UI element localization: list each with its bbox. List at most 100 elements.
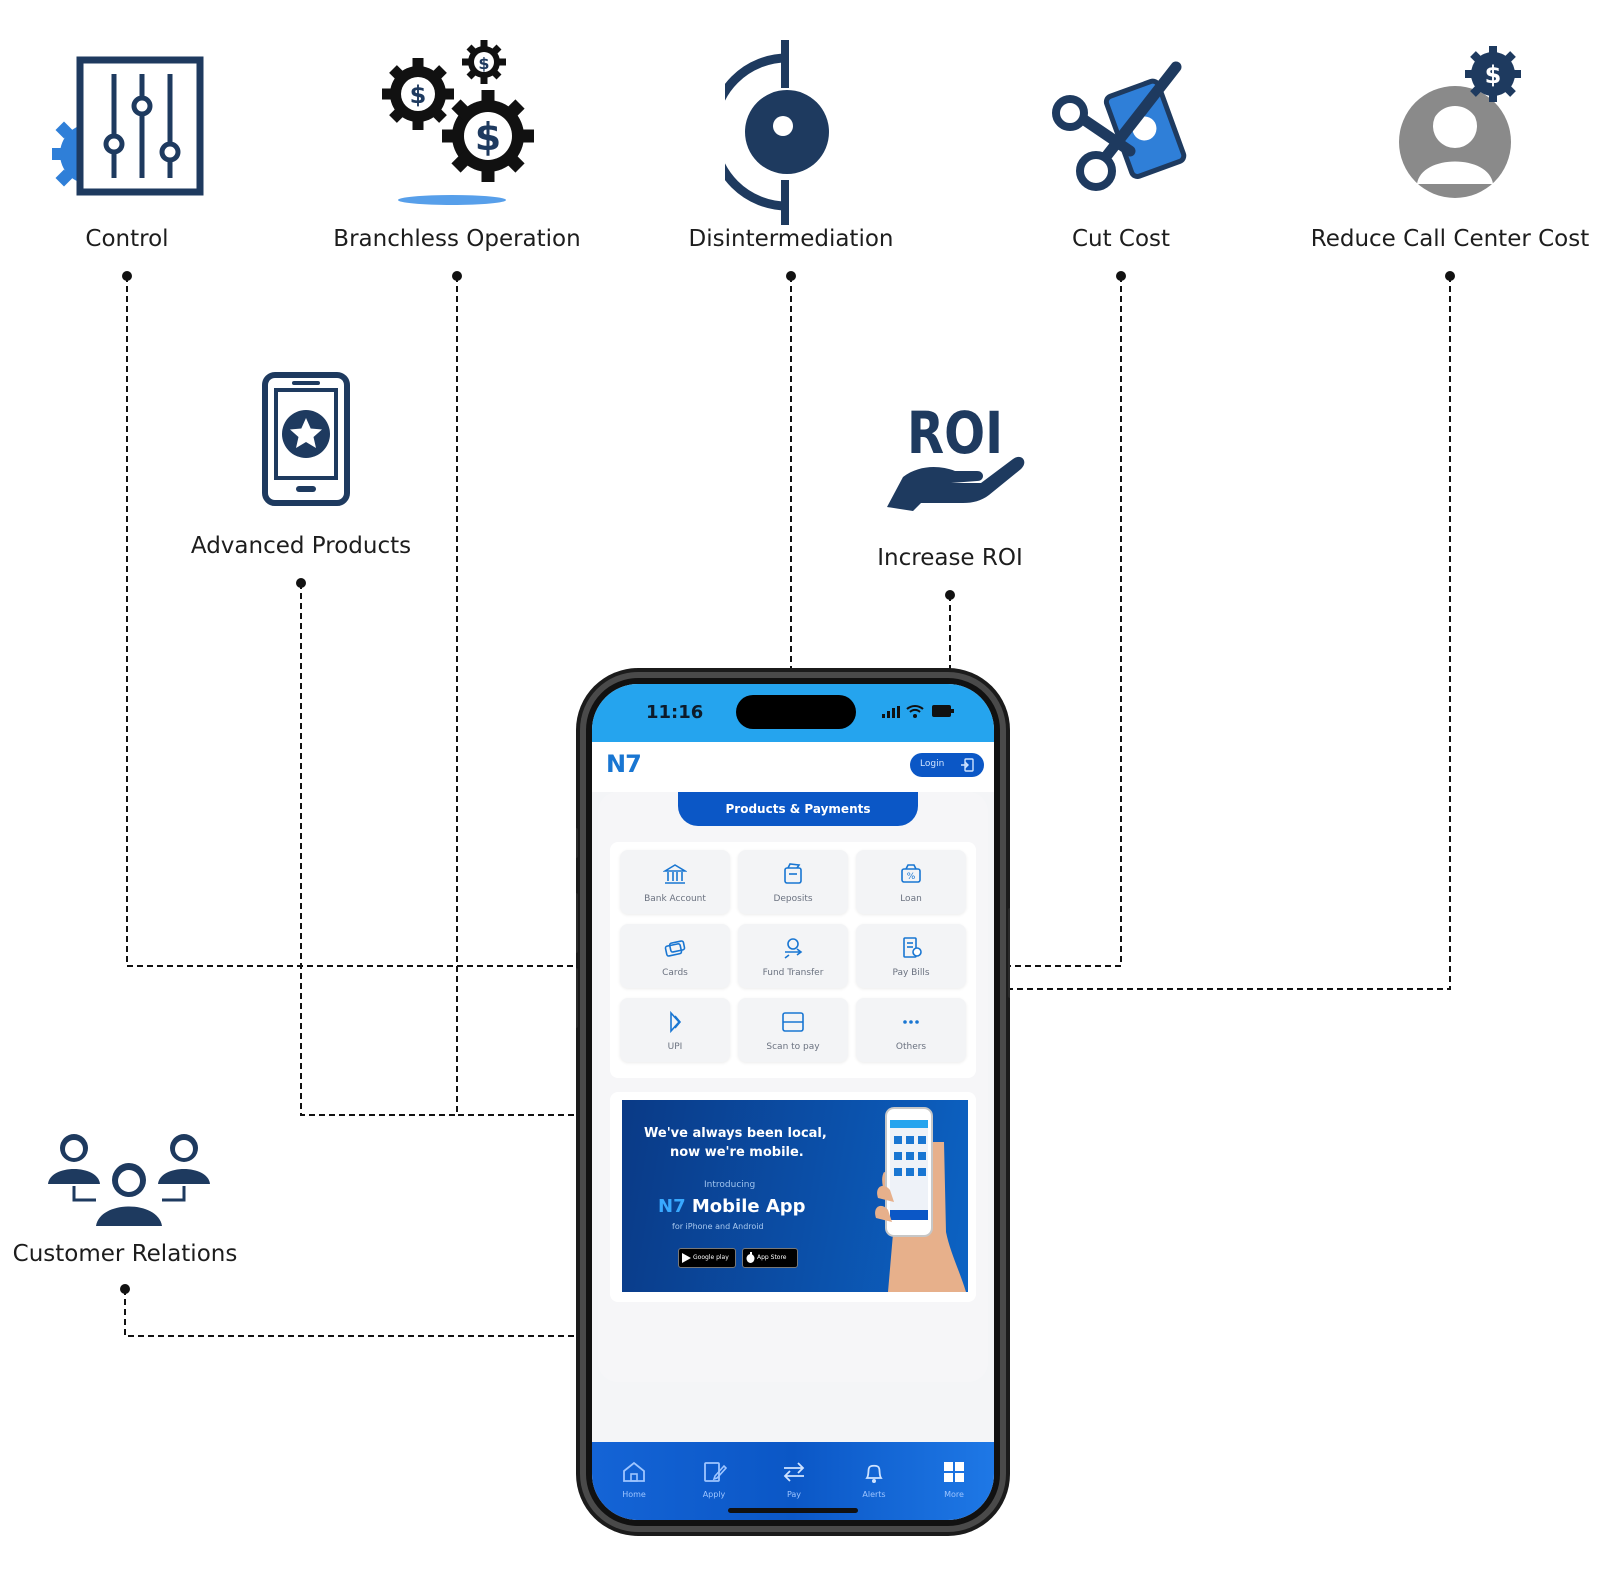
banner-line2: now we're mobile. — [670, 1145, 804, 1160]
bell-icon — [865, 1464, 883, 1483]
tile-upi[interactable]: UPI — [620, 998, 730, 1062]
tile-loan[interactable]: % Loan — [856, 850, 966, 914]
fund-transfer-icon — [784, 938, 803, 959]
nav-apply[interactable]: Apply — [684, 1460, 744, 1499]
dynamic-island — [736, 695, 856, 729]
roi-icon-text: ROI — [907, 399, 1003, 467]
google-play-badge[interactable]: Google play — [678, 1248, 736, 1268]
tiles-panel: Bank Account Deposits % Loan Cards — [610, 842, 976, 1078]
tile-fund-transfer[interactable]: Fund Transfer — [738, 924, 848, 988]
node-label-cut-cost: Cut Cost — [1071, 226, 1171, 252]
phone-star-icon — [262, 372, 350, 506]
more-dots-icon — [903, 1020, 919, 1024]
anchor-dot-disintermediation — [786, 271, 796, 281]
hand-holding-phone-image — [875, 1107, 966, 1292]
apply-icon — [704, 1462, 728, 1482]
nav-label: More — [944, 1490, 964, 1499]
node-label-branchless: Branchless Operation — [333, 226, 581, 252]
banner-intro: Introducing — [704, 1180, 756, 1190]
tile-label: Others — [895, 1042, 927, 1052]
section-title-tab: Products & Payments — [678, 792, 918, 826]
people-network-icon — [48, 1134, 210, 1226]
tile-cards[interactable]: Cards — [620, 924, 730, 988]
banner-line1: We've always been local, — [644, 1126, 827, 1141]
node-label-call-center: Reduce Call Center Cost — [1310, 226, 1590, 252]
nav-pay[interactable]: Pay — [764, 1460, 824, 1499]
banner-brand: N7 — [658, 1196, 686, 1217]
loan-icon: % — [901, 864, 921, 883]
brand-logo[interactable]: N7 — [606, 750, 642, 778]
anchor-dot-advanced-products — [296, 578, 306, 588]
nav-label: Alerts — [862, 1490, 886, 1499]
cards-icon — [664, 940, 686, 957]
status-time: 11:16 — [646, 702, 704, 723]
node-label-control: Control — [85, 226, 169, 252]
bottom-nav: Home Apply Pay Alerts More — [592, 1442, 994, 1520]
wifi-icon — [906, 705, 924, 718]
anchor-dot-customer-relations — [120, 1284, 130, 1294]
section-title: Products & Payments — [725, 802, 871, 816]
app-header: N7 Login — [592, 742, 994, 792]
tile-label: Pay Bills — [892, 968, 930, 978]
nav-label: Apply — [702, 1490, 726, 1499]
tile-label: UPI — [667, 1042, 683, 1052]
svg-text:$: $ — [478, 54, 489, 73]
headset-agent-dollar-icon: $ — [1399, 46, 1521, 198]
eye-bracket-icon — [725, 40, 829, 225]
svg-text:$: $ — [410, 81, 427, 109]
tile-label: Scan to pay — [766, 1042, 820, 1052]
nav-label: Home — [622, 1490, 646, 1499]
tile-pay-bills[interactable]: Pay Bills — [856, 924, 966, 988]
play-icon — [682, 1253, 691, 1263]
promo-banner[interactable]: We've always been local, now we're mobil… — [622, 1100, 968, 1292]
tile-label: Cards — [662, 968, 688, 978]
tile-label: Bank Account — [644, 894, 706, 904]
pay-bills-icon — [903, 937, 922, 958]
nav-home[interactable]: Home — [604, 1460, 664, 1499]
nav-alerts[interactable]: Alerts — [844, 1460, 904, 1499]
nav-label: Pay — [786, 1490, 802, 1499]
signal-icon — [882, 706, 900, 718]
phone-mockup: 11:16 N7 Login Products & Payments — [576, 668, 1010, 1536]
tile-deposits[interactable]: Deposits — [738, 850, 848, 914]
connector-control — [126, 276, 576, 967]
home-indicator — [728, 1508, 858, 1513]
node-label-disintermediation: Disintermediation — [688, 226, 894, 252]
phone-screen: 11:16 N7 Login Products & Payments — [592, 684, 994, 1520]
node-label-customer-relations: Customer Relations — [12, 1241, 238, 1267]
tile-label: Fund Transfer — [762, 968, 824, 978]
scissors-money-icon — [1052, 61, 1187, 191]
sliders-gear-icon — [52, 56, 204, 196]
connector-advanced-products — [300, 583, 457, 1116]
anchor-dot-control — [122, 271, 132, 281]
anchor-dot-call-center — [1445, 271, 1455, 281]
login-button[interactable]: Login — [910, 753, 984, 777]
tile-scan-to-pay[interactable]: Scan to pay — [738, 998, 848, 1062]
tile-label: Deposits — [773, 894, 813, 904]
nav-more[interactable]: More — [924, 1460, 984, 1499]
login-label: Login — [920, 759, 945, 769]
battery-icon — [932, 705, 954, 717]
transfer-arrows-icon — [783, 1462, 805, 1482]
anchor-dot-branchless — [452, 271, 462, 281]
node-label-advanced-products: Advanced Products — [190, 533, 412, 559]
app-store-label: App Store — [757, 1254, 787, 1261]
products-card: Products & Payments Bank Account Deposit… — [598, 792, 988, 1382]
app-store-badge[interactable]: App Store — [742, 1248, 798, 1268]
roi-hand-icon: ROI — [887, 399, 1025, 511]
anchor-dot-cut-cost — [1116, 271, 1126, 281]
promo-banner-frame: We've always been local, now we're mobil… — [610, 1092, 976, 1302]
connector-call-center — [1010, 276, 1451, 990]
tile-others[interactable]: Others — [856, 998, 966, 1062]
banner-platforms: for iPhone and Android — [672, 1222, 764, 1231]
bank-icon — [663, 864, 687, 884]
grid-icon — [944, 1462, 964, 1482]
tile-bank-account[interactable]: Bank Account — [620, 850, 730, 914]
banner-title: N7 Mobile App — [658, 1196, 806, 1217]
home-icon — [623, 1461, 645, 1482]
deposits-icon — [784, 863, 802, 884]
svg-text:$: $ — [1485, 61, 1502, 89]
connector-cut-cost — [1010, 276, 1122, 967]
